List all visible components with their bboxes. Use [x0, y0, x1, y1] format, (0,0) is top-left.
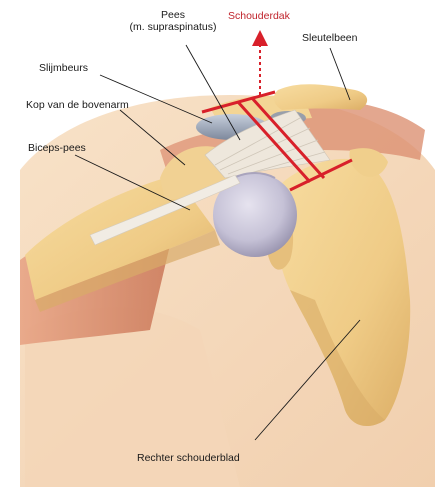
label-humeral-head: Kop van de bovenarm [26, 99, 129, 111]
label-shoulder-roof: Schouderdak [228, 10, 290, 22]
label-bursa: Slijmbeurs [39, 62, 88, 74]
label-scapula: Rechter schouderblad [137, 452, 240, 464]
label-tendon-line1: Pees [108, 9, 238, 21]
label-tendon-line2: (m. supraspinatus) [108, 21, 238, 33]
label-biceps-tendon: Biceps-pees [28, 142, 86, 154]
arrow-up-icon [252, 30, 268, 46]
label-tendon: Pees (m. supraspinatus) [108, 9, 238, 33]
label-collarbone: Sleutelbeen [302, 32, 357, 44]
collarbone-bone [274, 84, 367, 110]
